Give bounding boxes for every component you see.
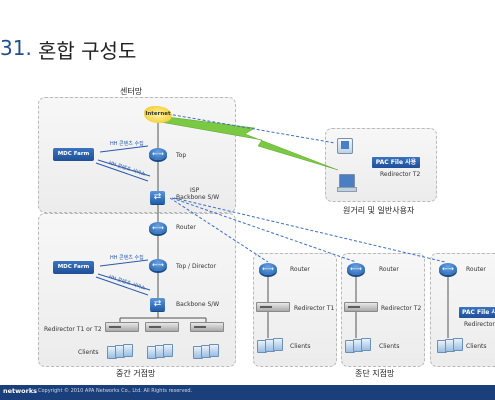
middle-clients-label: Clients xyxy=(78,349,99,356)
branch1-clients-icon xyxy=(257,338,283,353)
branch2-clients-label: Clients xyxy=(379,343,400,350)
middle-clients-3-icon xyxy=(193,344,219,359)
middle-redirector-label: Redirector T1 or T2 xyxy=(44,326,102,333)
branch3-clients-icon xyxy=(437,338,463,353)
middle-clients-2-icon xyxy=(147,344,173,359)
backbone-switch-icon xyxy=(150,298,165,311)
flow-arrow-center-2 xyxy=(97,159,151,177)
remote-monitor-icon xyxy=(337,138,353,154)
isp-backbone-label: Backbone S/W xyxy=(176,194,220,201)
internet-bolt xyxy=(159,116,339,171)
top-label: Top xyxy=(176,152,187,159)
dash-backbone-branch1 xyxy=(169,197,269,263)
branch1-router-label: Router xyxy=(290,266,310,273)
middle-server-1-icon xyxy=(105,322,139,332)
branch2-router-icon xyxy=(347,263,365,275)
remote-redirector-label: Redirector T2 xyxy=(380,171,421,178)
flow-arrow-middle-1 xyxy=(99,259,149,267)
branch1-clients-label: Clients xyxy=(290,343,311,350)
top-director-router-icon xyxy=(149,259,167,271)
top-router-icon xyxy=(149,148,167,160)
branch3-router-label: Router xyxy=(466,266,486,273)
middle-router-label: Router xyxy=(176,224,196,231)
mdc-farm-center: MDC Farm xyxy=(53,148,94,161)
middle-flow-collect-label: HH 콘텐츠 수집 xyxy=(110,255,144,261)
remote-area-label: 원거리 및 일반사용자 xyxy=(343,206,415,215)
branch2-clients-icon xyxy=(345,338,371,353)
internet-cloud-icon: Internet xyxy=(144,106,172,123)
branch2-router-label: Router xyxy=(379,266,399,273)
middle-area-box xyxy=(38,213,236,367)
footer-brand: networks xyxy=(3,387,38,395)
top-director-label: Top / Director xyxy=(176,263,217,270)
isp-label: ISP xyxy=(190,187,200,194)
branch3-router-icon xyxy=(439,263,457,275)
center-flow-collect-label: HH 콘텐츠 수집 xyxy=(110,141,144,147)
center-area-label: 센터망 xyxy=(120,87,143,96)
branch3-redirector-label: Redirector xyxy=(464,321,495,328)
branch3-pac-file-badge: PAC File 사 xyxy=(459,307,495,318)
branch1-server-icon xyxy=(256,302,290,312)
terminal-area-label: 종단 지점망 xyxy=(355,369,395,378)
remote-laptop-icon xyxy=(337,174,357,192)
middle-clients-1-icon xyxy=(107,344,133,359)
dash-backbone-branch3 xyxy=(173,197,446,263)
footer-bar: networks Copyright © 2010 APA Networks C… xyxy=(0,385,495,400)
middle-router-icon xyxy=(149,222,167,234)
dash-internet-monitor xyxy=(167,113,336,144)
branch3-clients-label: Clients xyxy=(466,343,487,350)
branch2-redirector-label: Redirector T2 xyxy=(381,305,422,312)
branch1-router-icon xyxy=(259,263,277,275)
branch1-redirector-label: Redirector T1 xyxy=(294,305,335,312)
mdc-farm-middle: MDC Farm xyxy=(53,261,94,274)
backbone-sw-label: Backbone S/W xyxy=(176,301,220,308)
middle-server-3-icon xyxy=(190,322,224,332)
isp-backbone-switch-icon xyxy=(150,191,165,204)
dash-backbone-branch2 xyxy=(171,197,357,263)
flow-arrow-center-1 xyxy=(99,145,149,153)
middle-server-2-icon xyxy=(145,322,179,332)
branch2-server-icon xyxy=(344,302,378,312)
page-title: 혼합 구성도 xyxy=(38,39,137,63)
slide-number: 31. xyxy=(0,36,32,60)
flow-arrow-middle-3 xyxy=(95,276,149,296)
flow-arrow-center-3 xyxy=(95,162,149,182)
flow-arrow-middle-2 xyxy=(97,273,151,291)
middle-area-label: 중간 거점망 xyxy=(116,369,156,378)
remote-pac-file-badge: PAC File 사용 xyxy=(372,157,420,168)
footer-copyright: Copyright © 2010 APA Networks Co., Ltd. … xyxy=(38,388,193,394)
